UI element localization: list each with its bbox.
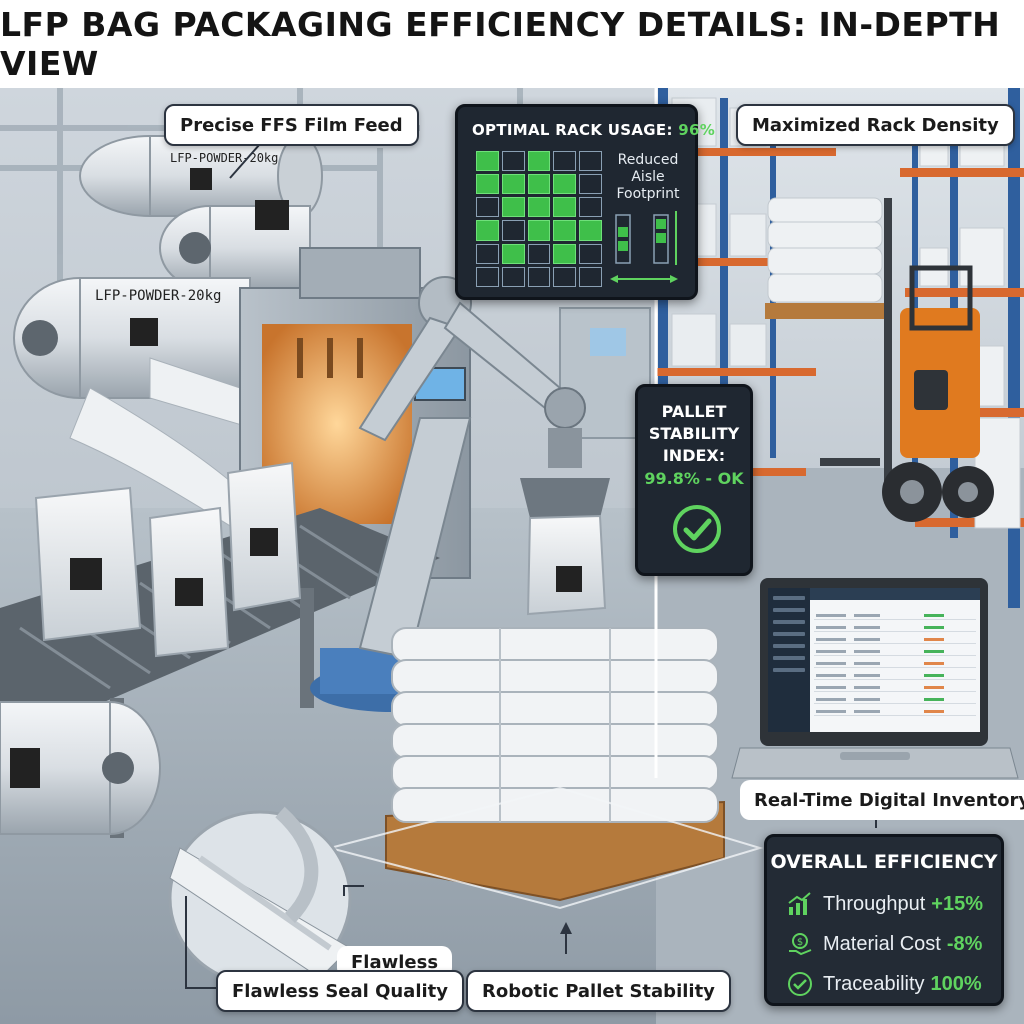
rack-slot-empty: [501, 151, 525, 172]
rack-slot-empty: [501, 266, 525, 287]
rack-slot-empty: [527, 243, 551, 264]
table-row: [814, 708, 976, 716]
rack-slot-filled: [501, 197, 525, 218]
table-row: [814, 624, 976, 632]
callout-pallet-stability: Robotic Pallet Stability: [466, 970, 731, 1012]
rack-usage-heading: OPTIMAL RACK USAGE: 96%: [472, 121, 715, 139]
factory-warehouse-illustration: LFP-POWDER-20kg LFP-POWDER-20kg: [0, 88, 1024, 1024]
rack-slot-empty: [579, 174, 602, 195]
rack-note-line: Reduced: [617, 152, 679, 168]
rack-slot-empty: [501, 220, 525, 241]
efficiency-row-traceability: Traceability 100%: [787, 969, 982, 999]
page-title: LFP BAG PACKAGING EFFICIENCY DETAILS: IN…: [0, 0, 1024, 88]
stability-label: PALLET STABILITY INDEX:: [638, 401, 750, 467]
rack-slot-empty: [579, 197, 602, 218]
stability-value: 99.8% - OK: [644, 469, 744, 488]
rack-slot-filled: [476, 174, 499, 195]
efficiency-label: Material Cost: [823, 932, 941, 955]
rack-slot-filled: [527, 197, 551, 218]
efficiency-row-material-cost: $ Material Cost -8%: [787, 929, 982, 959]
rack-slot-empty: [476, 243, 499, 264]
rack-slot-filled: [579, 220, 602, 241]
rack-slot-empty: [579, 266, 602, 287]
rack-slot-empty: [476, 197, 499, 218]
rack-slot-empty: [553, 266, 577, 287]
table-row: [814, 636, 976, 644]
rack-slot-empty: [579, 151, 602, 172]
rack-note-line: Aisle: [631, 169, 665, 185]
svg-text:LFP-POWDER-20kg: LFP-POWDER-20kg: [170, 151, 278, 165]
svg-text:$: $: [797, 937, 803, 948]
rack-slot-filled: [553, 243, 577, 264]
efficiency-label: Throughput: [823, 892, 926, 915]
stability-label-line: INDEX:: [662, 446, 726, 465]
table-row: [814, 684, 976, 692]
rack-occupancy-grid: [476, 151, 602, 287]
rack-usage-label: OPTIMAL RACK USAGE:: [472, 121, 673, 139]
efficiency-value: -8%: [946, 932, 983, 955]
overall-efficiency-panel: OVERALL EFFICIENCY Throughput +15% $ Mat…: [764, 834, 1004, 1006]
stability-label-line: STABILITY: [648, 424, 740, 443]
laptop-topbar: [810, 588, 980, 600]
rack-usage-panel: OPTIMAL RACK USAGE: 96% Reduced Aisle Fo…: [455, 104, 715, 300]
rack-slot-filled: [501, 174, 525, 195]
rack-slot-filled: [527, 220, 551, 241]
callout-digital-inventory: Real-Time Digital Inventory: [740, 780, 1024, 820]
rack-slot-filled: [476, 220, 499, 241]
efficiency-label: Traceability: [823, 972, 925, 995]
rack-slot-filled: [476, 151, 499, 172]
money-hand-icon: $: [789, 933, 812, 956]
rack-slot-empty: [553, 151, 577, 172]
growth-chart-icon: [788, 892, 811, 915]
rack-slot-filled: [527, 174, 551, 195]
table-row: [814, 696, 976, 704]
rack-slot-filled: [553, 174, 577, 195]
rack-slot-filled: [501, 243, 525, 264]
stability-label-line: PALLET: [661, 402, 727, 421]
table-row: [814, 672, 976, 680]
callout-seal-quality: Flawless Seal Quality: [216, 970, 465, 1012]
table-row: [814, 612, 976, 620]
callout-film-feed: Precise FFS Film Feed: [164, 104, 419, 146]
pallet-stability-panel: PALLET STABILITY INDEX: 99.8% - OK: [635, 384, 753, 576]
rack-note-line: Footprint: [616, 186, 680, 202]
rack-usage-percent: 96%: [678, 121, 716, 139]
efficiency-title: OVERALL EFFICIENCY: [770, 851, 998, 873]
rack-slot-empty: [527, 266, 551, 287]
efficiency-value: 100%: [930, 972, 982, 995]
rack-slot-filled: [553, 197, 577, 218]
check-circle-icon: [673, 505, 721, 553]
rack-usage-note: Reduced Aisle Footprint: [606, 152, 690, 203]
svg-text:LFP-POWDER-20kg: LFP-POWDER-20kg: [95, 288, 221, 304]
efficiency-value: +15%: [931, 892, 984, 915]
rack-slot-empty: [476, 266, 499, 287]
rack-slot-filled: [553, 220, 577, 241]
callout-rack-density: Maximized Rack Density: [736, 104, 1015, 146]
table-row: [814, 648, 976, 656]
check-circle-icon: [788, 972, 812, 996]
laptop-sidebar: [768, 588, 810, 732]
aisle-footprint-icon: [610, 211, 678, 283]
table-row: [814, 660, 976, 668]
rack-slot-filled: [527, 151, 551, 172]
laptop-inventory-screen: [768, 588, 980, 732]
rack-slot-empty: [579, 243, 602, 264]
efficiency-row-throughput: Throughput +15%: [787, 889, 983, 919]
illustration-scene: LFP-POWDER-20kg LFP-POWDER-20kg: [0, 88, 1024, 1024]
